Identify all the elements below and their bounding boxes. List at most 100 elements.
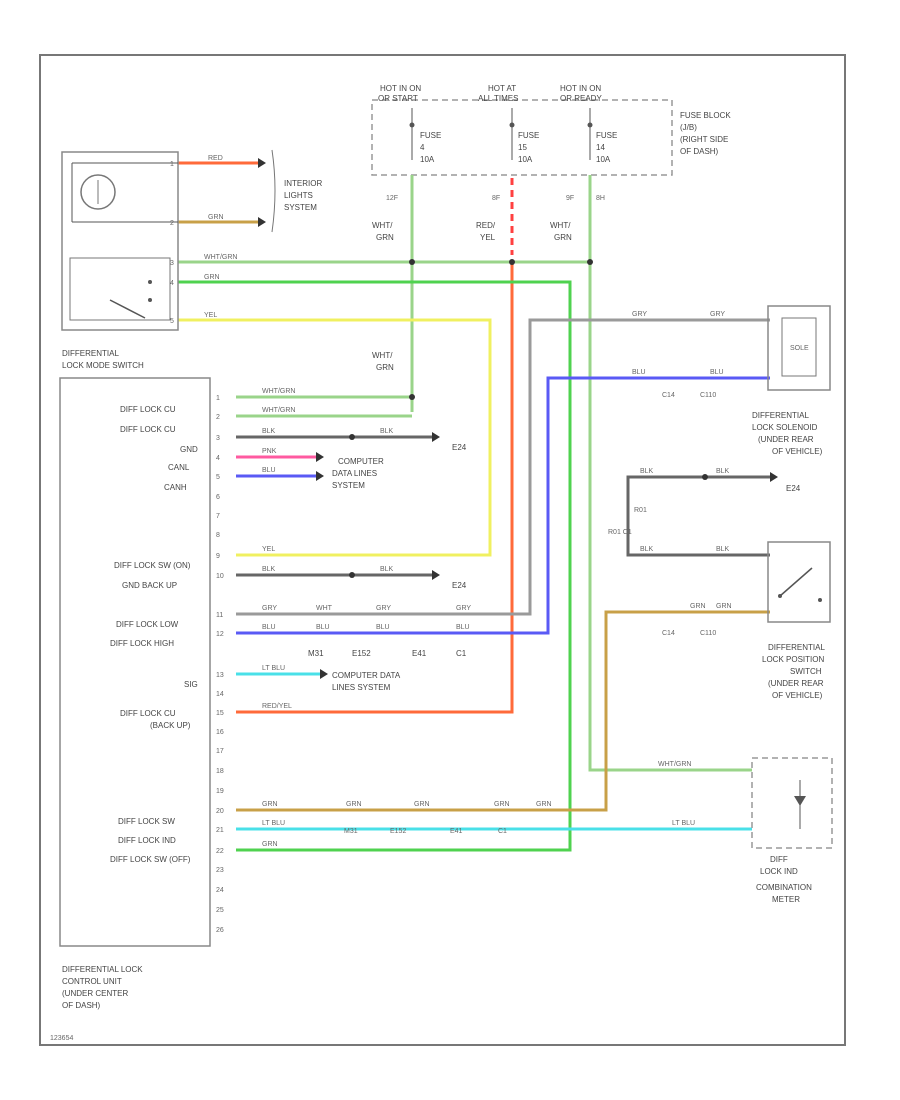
hot-label-1b: OR START bbox=[378, 94, 418, 103]
pos-wire-3: BLK bbox=[640, 546, 654, 553]
low-mid-2: GRY bbox=[376, 605, 391, 612]
cu-pin: 24 bbox=[216, 887, 224, 894]
low-mid-1: WHT bbox=[316, 605, 333, 612]
mode-pin-5: 5 bbox=[170, 318, 174, 325]
cu-wire-12: GRN bbox=[262, 801, 278, 808]
sol-wire-3: BLU bbox=[632, 369, 646, 376]
sol-wire-1: GRY bbox=[632, 311, 647, 318]
pos-conn-1: C14 bbox=[662, 630, 675, 637]
cu-pin: 25 bbox=[216, 907, 224, 914]
fuse-2-name: FUSE bbox=[518, 131, 539, 140]
meter-title-2: METER bbox=[772, 895, 800, 904]
fuse-2-amp: 10A bbox=[518, 155, 533, 164]
fuse-2-dot bbox=[509, 122, 515, 128]
cu-pin: 22 bbox=[216, 848, 224, 855]
arrow-icon bbox=[258, 217, 266, 227]
cu-wire-8: GRY bbox=[262, 605, 277, 612]
solenoid-outline bbox=[767, 305, 831, 391]
gnd1-label: E24 bbox=[452, 443, 467, 452]
mode-wire-red: RED bbox=[208, 155, 223, 162]
mode-pin-1: 1 bbox=[170, 161, 174, 168]
sw-mid-4: GRN bbox=[536, 801, 552, 808]
cu-label-5: CANH bbox=[164, 483, 187, 492]
solenoid-title-2: LOCK SOLENOID bbox=[752, 423, 818, 432]
cu-label-2: DIFF LOCK CU bbox=[120, 425, 176, 434]
cu-wire-9: BLU bbox=[262, 624, 276, 631]
pos-wire-1: BLK bbox=[640, 468, 654, 475]
cu-wire-13: LT BLU bbox=[262, 820, 285, 827]
sol-conn-2: C110 bbox=[700, 392, 716, 399]
mode-switch-title-1: DIFFERENTIAL bbox=[62, 349, 119, 358]
riser-a-2: GRN bbox=[376, 233, 394, 242]
riser-d-2: GRN bbox=[376, 363, 394, 372]
cu-title-4: OF DASH) bbox=[62, 1001, 101, 1010]
cu-label-4: CANL bbox=[168, 463, 190, 472]
splice-dot bbox=[702, 474, 708, 480]
riser-b-2: YEL bbox=[480, 233, 496, 242]
fuse-pin-8f: 8F bbox=[492, 195, 500, 202]
can-system-2: DATA LINES bbox=[332, 469, 377, 478]
mode-wire-grn: GRN bbox=[208, 214, 224, 221]
hot-label-2b: ALL TIMES bbox=[478, 94, 518, 103]
solenoid: SOLE GRY GRY BLU BLU C14 C110 DIFFERENTI… bbox=[632, 305, 831, 456]
bracket-icon bbox=[271, 149, 276, 233]
cu-wire-11: RED/YEL bbox=[262, 703, 292, 710]
sol-wire-2: GRY bbox=[710, 311, 725, 318]
cu-pin: 2 bbox=[216, 414, 220, 421]
fuse-1-num: 4 bbox=[420, 143, 425, 152]
cu-wire-14: GRN bbox=[262, 841, 278, 848]
cu-pin: 15 bbox=[216, 710, 224, 717]
cu-label-13: DIFF LOCK SW bbox=[118, 817, 175, 826]
coil-icon bbox=[781, 317, 817, 377]
cu-wire-4: PNK bbox=[262, 448, 277, 455]
cu-wire-3: BLK bbox=[262, 428, 276, 435]
cu-pin: 14 bbox=[216, 691, 224, 698]
cu-title-1: DIFFERENTIAL LOCK bbox=[62, 965, 143, 974]
cu-title-3: (UNDER CENTER bbox=[62, 989, 128, 998]
mode-pin-3: 3 bbox=[170, 260, 174, 267]
ind-mid-3: E41 bbox=[450, 828, 463, 835]
fuse-block-outline bbox=[371, 99, 673, 176]
cu-title-2: CONTROL UNIT bbox=[62, 977, 122, 986]
interior-lights-1: INTERIOR bbox=[284, 179, 322, 188]
hot-label-2a: HOT AT bbox=[488, 84, 516, 93]
pos-wire-5: GRN bbox=[690, 603, 706, 610]
riser-a-1: WHT/ bbox=[372, 221, 393, 230]
control-unit: DIFF LOCK CU DIFF LOCK CU GND CANL CANH … bbox=[59, 377, 224, 1010]
conn-e152: E152 bbox=[352, 649, 371, 658]
arrow-icon bbox=[258, 158, 266, 168]
cu-pin: 26 bbox=[216, 927, 224, 934]
pos-ground: E24 bbox=[786, 484, 801, 493]
pos-wire-2: BLK bbox=[716, 468, 730, 475]
cu-pin: 21 bbox=[216, 827, 224, 834]
meter-wire-2: LT BLU bbox=[672, 820, 695, 827]
solenoid-title-1: DIFFERENTIAL bbox=[752, 411, 809, 420]
ind-mid-4: C1 bbox=[498, 828, 507, 835]
arrow-icon bbox=[432, 432, 440, 442]
gnd1-wire: BLK bbox=[380, 428, 394, 435]
fuse-block-title-4: OF DASH) bbox=[680, 147, 719, 156]
cu-pin: 16 bbox=[216, 729, 224, 736]
sw-mid-3: GRN bbox=[494, 801, 510, 808]
position-switch-outline bbox=[767, 541, 831, 623]
riser-b-1: RED/ bbox=[476, 221, 496, 230]
sig-system-2: LINES SYSTEM bbox=[332, 683, 391, 692]
switch-contact-dot bbox=[148, 280, 152, 284]
switch-contact-dot bbox=[818, 598, 822, 602]
wire-wht-grn-fuse14 bbox=[588, 175, 752, 772]
switch-contact-dot bbox=[148, 298, 152, 302]
cu-pin: 17 bbox=[216, 748, 224, 755]
hot-label-3a: HOT IN ON bbox=[560, 84, 601, 93]
splice-dot bbox=[409, 394, 415, 400]
conn-m31: M31 bbox=[308, 649, 324, 658]
splice-dots bbox=[349, 259, 708, 578]
fuse-pin-12f: 12F bbox=[386, 195, 398, 202]
control-unit-outline bbox=[59, 377, 211, 947]
meter-wire-1: WHT/GRN bbox=[658, 761, 691, 768]
meter-ind-1: DIFF bbox=[770, 855, 788, 864]
can-system-3: SYSTEM bbox=[332, 481, 365, 490]
cu-pin: 4 bbox=[216, 455, 220, 462]
solenoid-coil: SOLE bbox=[790, 345, 809, 352]
can-system-1: COMPUTER bbox=[338, 457, 384, 466]
